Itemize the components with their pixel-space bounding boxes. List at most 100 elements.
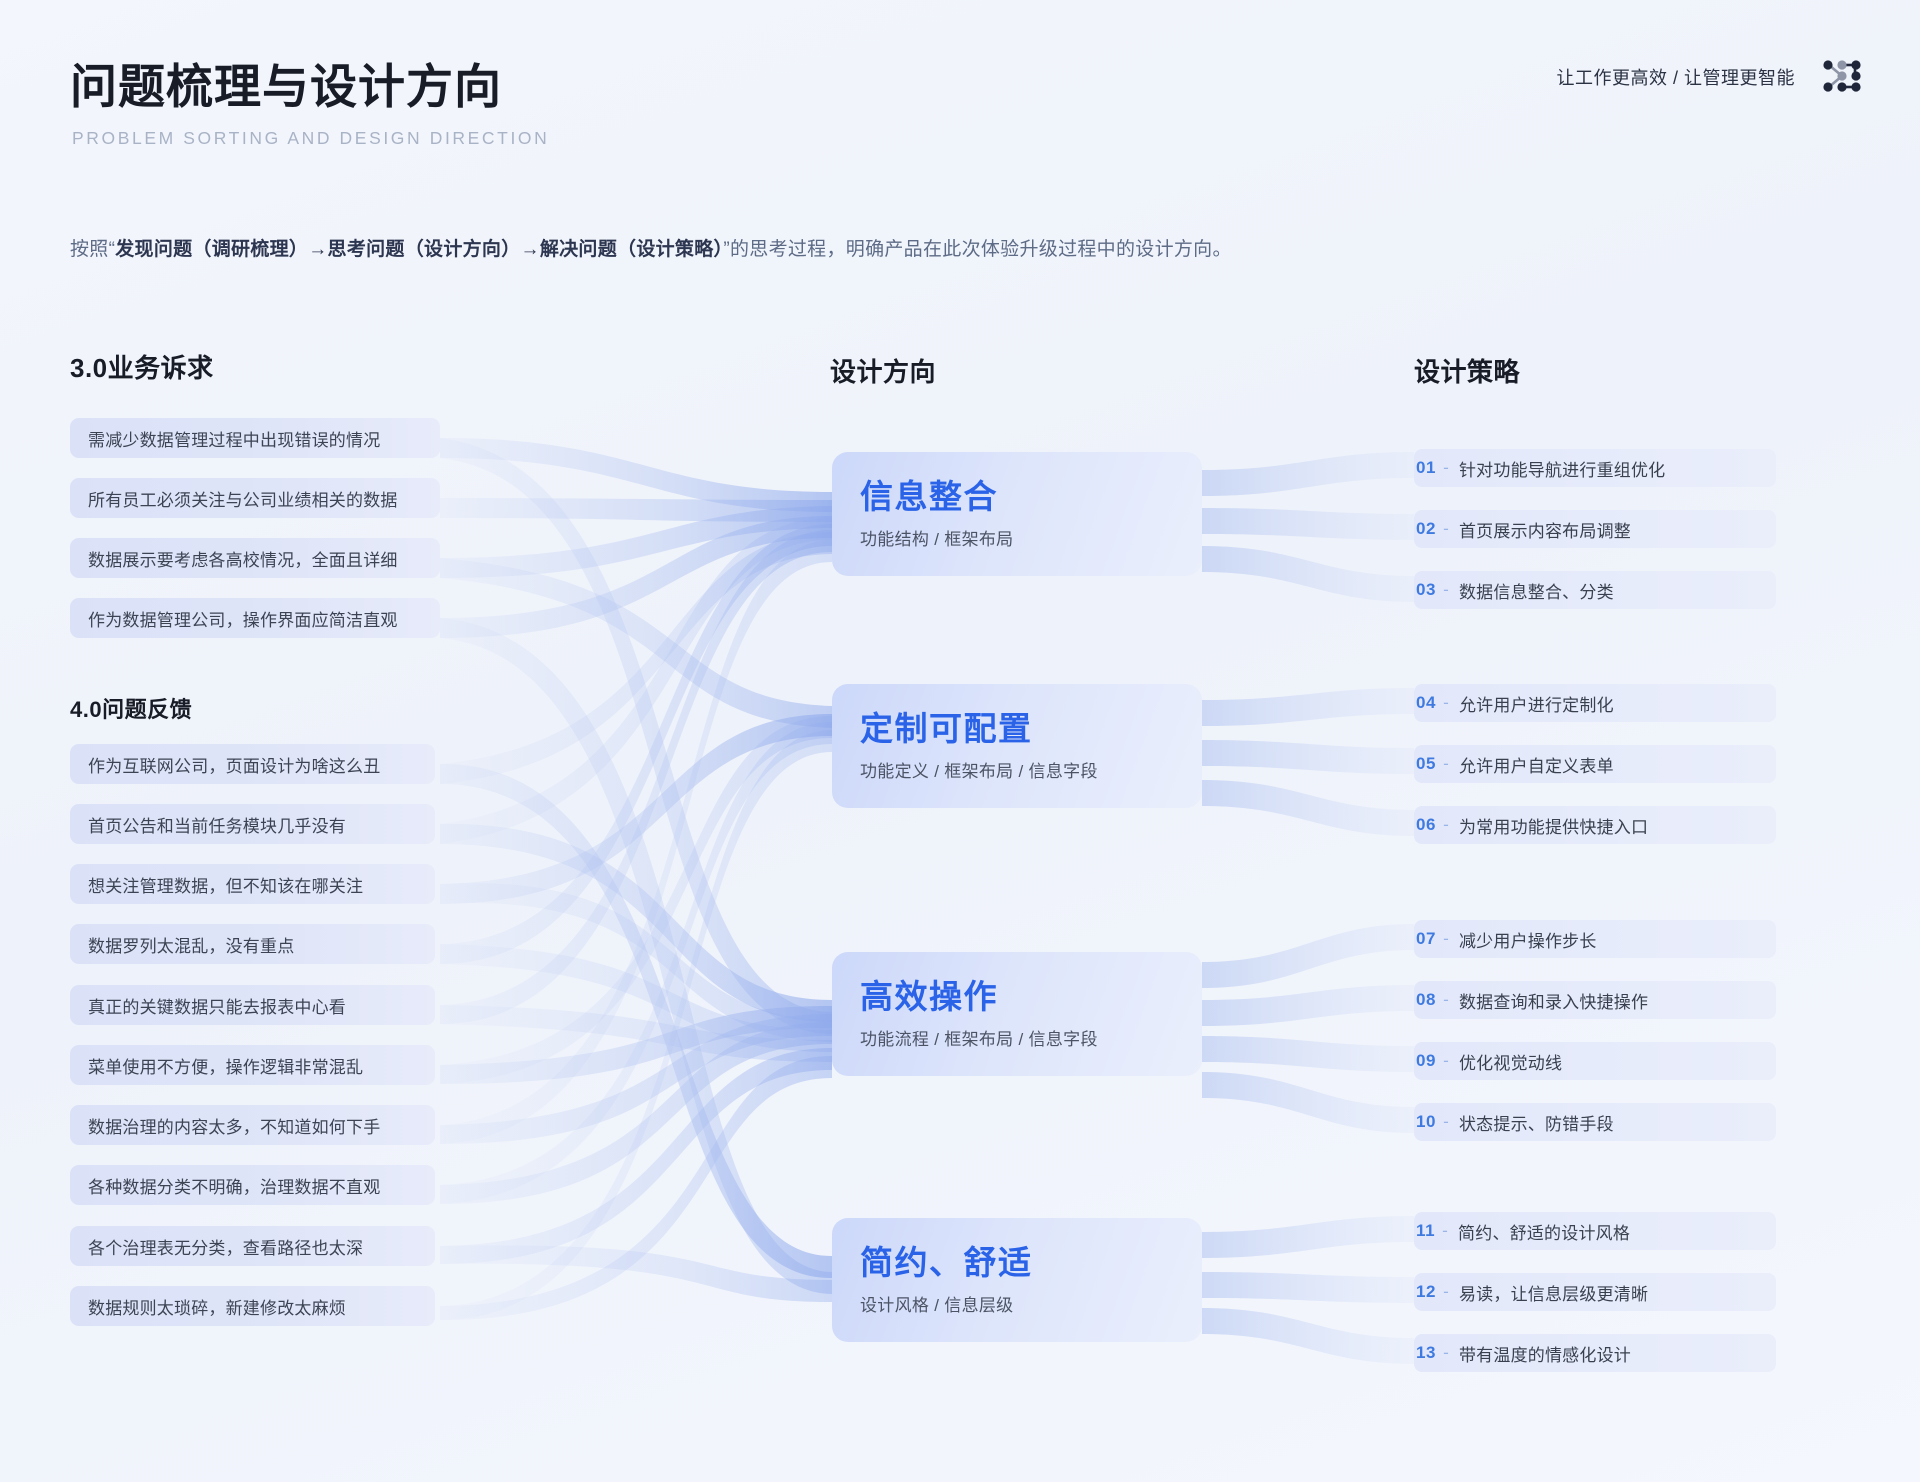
tagline: 让工作更高效 / 让管理更智能 <box>1556 68 1795 88</box>
pill-label: 数据展示要考虑各高校情况，全面且详细 <box>88 550 398 570</box>
list-item[interactable]: 需减少数据管理过程中出现错误的情况 <box>70 418 440 458</box>
strategy-row[interactable]: 11-简约、舒适的设计风格 <box>1414 1212 1776 1250</box>
list-item[interactable]: 真正的关键数据只能去报表中心看 <box>70 985 435 1025</box>
strategy-row[interactable]: 08-数据查询和录入快捷操作 <box>1414 981 1776 1019</box>
list-item[interactable]: 数据规则太琐碎，新建修改太麻烦 <box>70 1286 435 1326</box>
strategy-row[interactable]: 02-首页展示内容布局调整 <box>1414 510 1776 548</box>
strategy-dash: - <box>1443 754 1449 773</box>
list-item[interactable]: 菜单使用不方便，操作逻辑非常混乱 <box>70 1045 435 1085</box>
pill-label: 作为互联网公司，页面设计为啥这么丑 <box>88 756 381 776</box>
strategy-dash: - <box>1443 519 1449 538</box>
strategy-dash: - <box>1443 1112 1449 1131</box>
strategy-dash: - <box>1443 693 1449 712</box>
column-heading-business-needs: 3.0业务诉求 <box>70 353 214 383</box>
intro-suffix: ”的思考过程，明确产品在此次体验升级过程中的设计方向。 <box>723 239 1232 260</box>
list-item[interactable]: 各种数据分类不明确，治理数据不直观 <box>70 1165 435 1205</box>
strategy-label: 首页展示内容布局调整 <box>1458 521 1631 541</box>
strategy-number: 07 <box>1416 929 1437 948</box>
strategy-number: 08 <box>1416 990 1437 1009</box>
pill-label: 首页公告和当前任务模块几乎没有 <box>88 816 346 836</box>
intro-bold: 发现问题（调研梳理）→思考问题（设计方向）→解决问题（设计策略） <box>115 239 724 260</box>
strategy-number: 11 <box>1416 1221 1436 1240</box>
page-title: 问题梳理与设计方向 <box>70 60 502 113</box>
strategy-row[interactable]: 07-减少用户操作步长 <box>1414 920 1776 958</box>
pill-label: 数据规则太琐碎，新建修改太麻烦 <box>88 1298 346 1318</box>
direction-title: 高效操作 <box>860 978 998 1015</box>
strategy-dash: - <box>1443 990 1449 1009</box>
list-item[interactable]: 首页公告和当前任务模块几乎没有 <box>70 804 435 844</box>
strategy-number: 01 <box>1416 458 1437 477</box>
strategy-dash: - <box>1443 815 1449 834</box>
direction-card[interactable]: 定制可配置功能定义 / 框架布局 / 信息字段 <box>832 684 1202 808</box>
pill-label: 各种数据分类不明确，治理数据不直观 <box>88 1177 381 1197</box>
list-item[interactable]: 作为数据管理公司，操作界面应简洁直观 <box>70 598 440 638</box>
strategy-row[interactable]: 06-为常用功能提供快捷入口 <box>1414 806 1776 844</box>
intro-prefix: 按照“ <box>70 239 116 260</box>
pill-label: 菜单使用不方便，操作逻辑非常混乱 <box>88 1057 364 1077</box>
pill-label: 需减少数据管理过程中出现错误的情况 <box>88 430 381 450</box>
pill-label: 作为数据管理公司，操作界面应简洁直观 <box>88 610 398 630</box>
page-subtitle: PROBLEM SORTING AND DESIGN DIRECTION <box>72 128 550 148</box>
strategy-number: 06 <box>1416 815 1437 834</box>
node-network-icon <box>1823 60 1861 92</box>
list-item[interactable]: 数据展示要考虑各高校情况，全面且详细 <box>70 538 440 578</box>
strategy-label: 允许用户进行定制化 <box>1458 695 1614 715</box>
strategy-number: 03 <box>1416 580 1437 599</box>
strategy-label: 易读，让信息层级更清晰 <box>1458 1284 1649 1304</box>
list-item[interactable]: 所有员工必须关注与公司业绩相关的数据 <box>70 478 440 518</box>
pill-label: 数据罗列太混乱，没有重点 <box>88 936 295 956</box>
list-item[interactable]: 各个治理表无分类，查看路径也太深 <box>70 1226 435 1266</box>
strategy-dash: - <box>1443 580 1449 599</box>
strategy-label: 状态提示、防错手段 <box>1458 1114 1614 1134</box>
strategy-number: 04 <box>1416 693 1437 712</box>
strategy-number: 05 <box>1416 754 1437 773</box>
direction-subtitle: 功能定义 / 框架布局 / 信息字段 <box>860 761 1098 781</box>
strategy-dash: - <box>1443 1343 1449 1362</box>
column-heading-design-direction: 设计方向 <box>830 357 937 387</box>
strategy-label: 简约、舒适的设计风格 <box>1458 1223 1631 1243</box>
strategy-row[interactable]: 10-状态提示、防错手段 <box>1414 1103 1776 1141</box>
strategy-label: 带有温度的情感化设计 <box>1458 1345 1631 1365</box>
strategy-row[interactable]: 13-带有温度的情感化设计 <box>1414 1334 1776 1372</box>
strategy-dash: - <box>1443 458 1449 477</box>
list-item[interactable]: 数据罗列太混乱，没有重点 <box>70 924 435 964</box>
strategy-row[interactable]: 09-优化视觉动线 <box>1414 1042 1776 1080</box>
direction-subtitle: 功能结构 / 框架布局 <box>860 529 1014 549</box>
pill-label: 想关注管理数据，但不知该在哪关注 <box>88 876 364 896</box>
strategy-label: 优化视觉动线 <box>1458 1053 1563 1073</box>
direction-card[interactable]: 高效操作功能流程 / 框架布局 / 信息字段 <box>832 952 1202 1076</box>
strategy-dash: - <box>1443 929 1449 948</box>
direction-title: 定制可配置 <box>860 710 1033 747</box>
pill-label: 真正的关键数据只能去报表中心看 <box>88 997 346 1017</box>
column-heading-problem-feedback: 4.0问题反馈 <box>70 697 193 722</box>
direction-card[interactable]: 简约、舒适设计风格 / 信息层级 <box>832 1218 1202 1342</box>
pill-label: 各个治理表无分类，查看路径也太深 <box>88 1238 364 1258</box>
intro-text: 按照“发现问题（调研梳理）→思考问题（设计方向）→解决问题（设计策略）”的思考过… <box>70 234 1232 261</box>
strategy-dash: - <box>1443 1051 1449 1070</box>
direction-subtitle: 功能流程 / 框架布局 / 信息字段 <box>860 1029 1098 1049</box>
strategy-label: 允许用户自定义表单 <box>1458 756 1614 776</box>
strategy-row[interactable]: 05-允许用户自定义表单 <box>1414 745 1776 783</box>
strategy-row[interactable]: 04-允许用户进行定制化 <box>1414 684 1776 722</box>
strategy-label: 减少用户操作步长 <box>1458 931 1597 951</box>
list-item[interactable]: 作为互联网公司，页面设计为啥这么丑 <box>70 744 435 784</box>
strategy-label: 针对功能导航进行重组优化 <box>1458 460 1666 480</box>
list-item[interactable]: 想关注管理数据，但不知该在哪关注 <box>70 864 435 904</box>
strategy-label: 数据信息整合、分类 <box>1458 582 1614 602</box>
strategy-number: 02 <box>1416 519 1437 538</box>
pill-label: 数据治理的内容太多，不知道如何下手 <box>88 1117 381 1137</box>
direction-title: 信息整合 <box>860 478 998 515</box>
strategy-row[interactable]: 01-针对功能导航进行重组优化 <box>1414 449 1776 487</box>
strategy-dash: - <box>1442 1221 1449 1240</box>
strategy-row[interactable]: 12-易读，让信息层级更清晰 <box>1414 1273 1776 1311</box>
strategy-dash: - <box>1443 1282 1449 1301</box>
direction-card[interactable]: 信息整合功能结构 / 框架布局 <box>832 452 1202 576</box>
strategy-number: 09 <box>1416 1051 1437 1070</box>
pill-label: 所有员工必须关注与公司业绩相关的数据 <box>88 490 398 510</box>
strategy-row[interactable]: 03-数据信息整合、分类 <box>1414 571 1776 609</box>
strategy-label: 数据查询和录入快捷操作 <box>1458 992 1649 1012</box>
list-item[interactable]: 数据治理的内容太多，不知道如何下手 <box>70 1105 435 1145</box>
direction-title: 简约、舒适 <box>860 1244 1033 1281</box>
column-heading-design-strategy: 设计策略 <box>1414 357 1521 387</box>
